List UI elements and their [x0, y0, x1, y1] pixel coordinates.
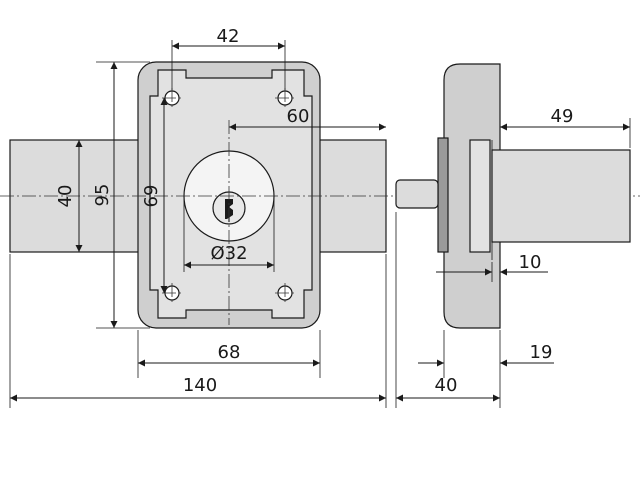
dim-width-42: 42: [217, 26, 240, 47]
dim-bolt-projection-49: 49: [551, 106, 574, 127]
dim-depth-40: 40: [435, 375, 458, 396]
screw-holes: [162, 88, 295, 303]
side-bolt: [491, 149, 631, 243]
side-view: [395, 63, 631, 329]
side-cylinder-stub: [395, 179, 439, 209]
dim-depth-19: 19: [530, 342, 553, 363]
dim-width-68: 68: [218, 342, 241, 363]
dim-total-length-140: 140: [183, 375, 217, 396]
dim-bolt-height-40: 40: [55, 185, 76, 208]
dim-height-69: 69: [141, 185, 162, 208]
dim-thickness-10: 10: [519, 252, 542, 273]
dimensions: 42 60 95 40 69 Ø32 68 140 49: [9, 26, 631, 408]
dim-height-95: 95: [92, 184, 113, 207]
side-bolt-block: [469, 139, 491, 253]
dim-cylinder-diameter: Ø32: [210, 243, 247, 264]
dim-offset-60: 60: [287, 106, 310, 127]
side-plate: [437, 137, 449, 253]
